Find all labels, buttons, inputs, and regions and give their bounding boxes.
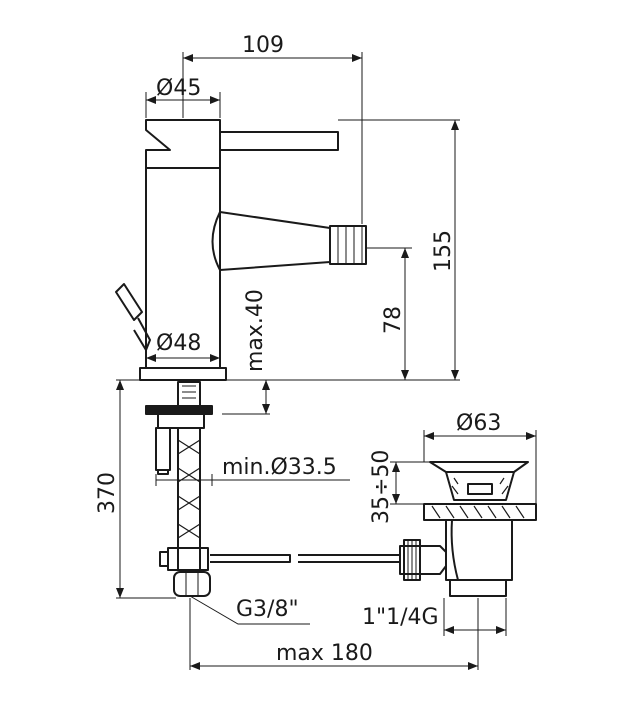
lever: [220, 131, 339, 151]
label-width-top: 109: [242, 33, 284, 58]
label-height-total: 155: [431, 230, 456, 272]
under-counter-assembly: [145, 381, 213, 597]
label-pipe-length: 370: [95, 472, 120, 514]
spout: [211, 211, 331, 271]
dimension-labels: 109 Ø45 155 78 max.40 Ø48 min.Ø33.5 370 …: [95, 33, 501, 666]
label-waste-diameter: Ø63: [456, 411, 501, 436]
dimension-lines: [116, 54, 536, 670]
label-hole-min: min.Ø33.5: [222, 455, 337, 480]
waste-assembly: [399, 461, 537, 597]
aerator: [329, 225, 367, 265]
extension-lines: [116, 52, 537, 670]
label-spout-diameter: Ø45: [156, 76, 201, 101]
label-base-diameter: Ø48: [156, 331, 201, 356]
label-thickness-max: max.40: [243, 289, 268, 372]
body-base: [139, 367, 227, 381]
label-thread-left: G3/8": [236, 597, 299, 622]
label-max-distance: max 180: [276, 641, 373, 666]
mixer-body: [115, 119, 367, 381]
label-waste-range: 35÷50: [369, 450, 394, 524]
horizontal-rod: [210, 554, 401, 563]
handle-head: [145, 119, 221, 169]
label-thread-right: 1"1/4G: [362, 605, 439, 630]
popup-rod: [115, 283, 151, 351]
label-height-outlet: 78: [381, 306, 406, 334]
